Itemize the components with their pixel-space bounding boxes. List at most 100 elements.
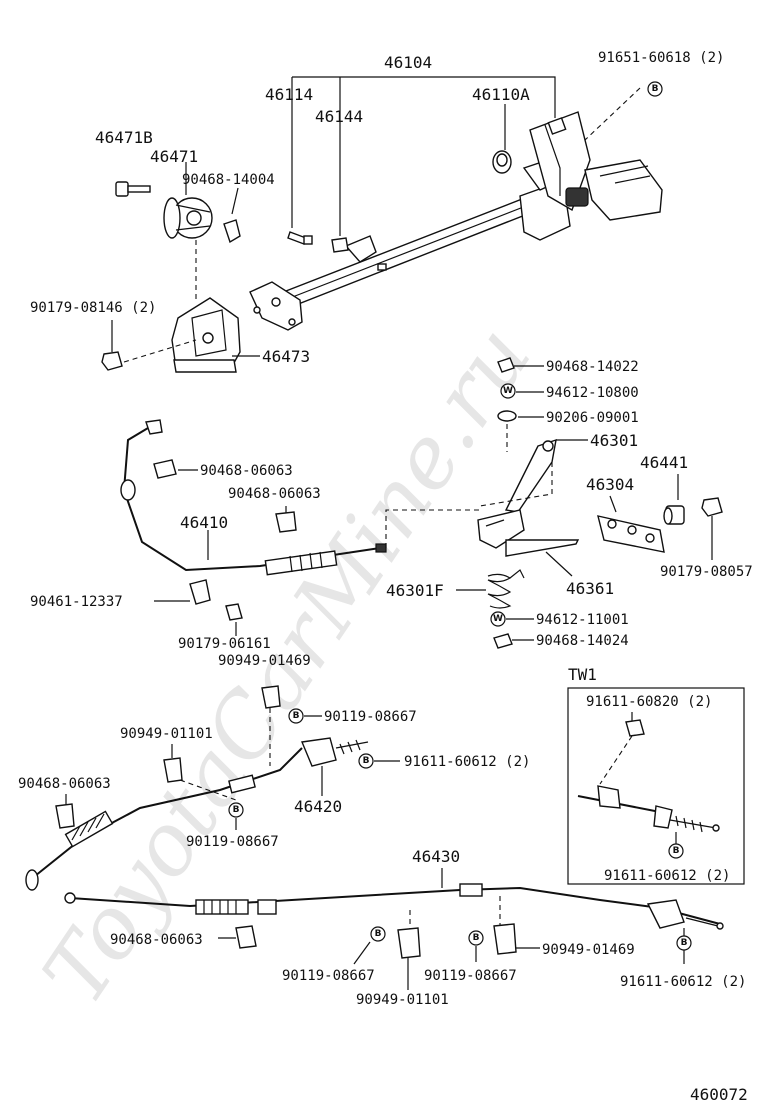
svg-text:B: B bbox=[363, 756, 370, 766]
clip-90468-14004-icon bbox=[223, 219, 241, 244]
label-90179-06161: 90179-06161 bbox=[178, 636, 271, 652]
bolt-46471B-icon bbox=[115, 181, 151, 197]
front-cable-46410-icon bbox=[120, 419, 387, 576]
symbol-b-icon: B bbox=[647, 81, 663, 97]
symbol-b-icon: B bbox=[228, 802, 244, 818]
label-90949-01101-a: 90949-01101 bbox=[120, 726, 213, 742]
svg-text:W: W bbox=[493, 614, 503, 624]
svg-text:B: B bbox=[233, 805, 240, 815]
cover-46473-icon bbox=[171, 297, 241, 373]
lever-body bbox=[529, 111, 591, 212]
label-46441: 46441 bbox=[640, 453, 688, 472]
pulley-46471-icon bbox=[163, 197, 213, 239]
inset-cable-detail-icon bbox=[577, 785, 720, 833]
symbol-b-icon: B bbox=[668, 843, 684, 859]
symbol-b-icon: B bbox=[676, 935, 692, 951]
label-46410: 46410 bbox=[180, 513, 228, 532]
symbol-b-icon: B bbox=[358, 753, 374, 769]
svg-text:B: B bbox=[673, 846, 680, 856]
svg-text:B: B bbox=[293, 711, 300, 721]
label-91611-60612-a: 91611-60612 (2) bbox=[404, 754, 530, 770]
clip-90468-06063-d-icon bbox=[235, 925, 257, 949]
adjuster-46304-icon bbox=[597, 515, 665, 553]
symbol-w-icon bbox=[500, 383, 516, 399]
clip-90468-06063-icon bbox=[153, 459, 177, 479]
label-46301: 46301 bbox=[590, 431, 638, 450]
svg-text:B: B bbox=[473, 933, 480, 943]
lever-release-button bbox=[565, 187, 589, 207]
bracket-90461-12337-icon bbox=[189, 579, 211, 605]
inset-title: TW1 bbox=[568, 665, 597, 684]
grommet-46441-icon bbox=[663, 505, 685, 525]
lever-assembly-group bbox=[249, 76, 663, 331]
label-90119-08667-a: 90119-08667 bbox=[324, 709, 417, 725]
label-46361: 46361 bbox=[566, 579, 614, 598]
label-90468-14024: 90468-14024 bbox=[536, 633, 629, 649]
label-46471B: 46471B bbox=[95, 128, 153, 147]
label-90468-06063-c: 90468-06063 bbox=[18, 776, 111, 792]
label-90468-06063-b: 90468-06063 bbox=[228, 486, 321, 502]
clip-90468-06063-b-icon bbox=[275, 511, 297, 533]
diagram-id: 460072 bbox=[690, 1085, 748, 1104]
nut-90179-08057-icon bbox=[701, 497, 723, 517]
grommet-46110A-icon bbox=[492, 150, 512, 174]
label-90468-06063-d: 90468-06063 bbox=[110, 932, 203, 948]
label-90119-08667-c: 90119-08667 bbox=[282, 968, 375, 984]
symbol-b-icon: B bbox=[370, 926, 386, 942]
equalizer-symbol-group: W bbox=[497, 357, 517, 422]
inset-tw1-box bbox=[567, 687, 745, 885]
svg-text:B: B bbox=[375, 929, 382, 939]
label-91651-60618: 91651-60618 (2) bbox=[598, 50, 724, 66]
svg-text:B: B bbox=[681, 938, 688, 948]
spring-46301F-icon bbox=[487, 569, 525, 609]
bolt-91611-60820-icon bbox=[625, 719, 645, 737]
bracket-90949-01101-icon bbox=[163, 757, 183, 783]
bracket-90949-01469-b-icon bbox=[493, 923, 517, 955]
clip-90468-06063-c-icon bbox=[55, 803, 75, 829]
mount-bracket bbox=[344, 235, 377, 263]
clip-90468-14022-icon bbox=[497, 357, 515, 373]
label-90119-08667-d: 90119-08667 bbox=[424, 968, 517, 984]
label-46473: 46473 bbox=[262, 347, 310, 366]
label-90179-08057: 90179-08057 bbox=[660, 564, 753, 580]
label-46114: 46114 bbox=[265, 85, 313, 104]
label-90468-06063-a: 90468-06063 bbox=[200, 463, 293, 479]
bracket-90949-01101-b-icon bbox=[397, 927, 421, 959]
label-46304: 46304 bbox=[586, 475, 634, 494]
clip-90468-14024-icon bbox=[493, 633, 513, 649]
label-90468-14004: 90468-14004 bbox=[182, 172, 275, 188]
label-90949-01469-b: 90949-01469 bbox=[542, 942, 635, 958]
label-90119-08667-b: 90119-08667 bbox=[186, 834, 279, 850]
label-46110A: 46110A bbox=[472, 85, 530, 104]
symbol-b-icon: B bbox=[288, 708, 304, 724]
nut-46144-icon bbox=[331, 237, 349, 253]
label-94612-11001: 94612-11001 bbox=[536, 612, 629, 628]
label-91611-60612-c: 91611-60612 (2) bbox=[620, 974, 746, 990]
rod-46361-icon bbox=[505, 539, 580, 557]
label-46420: 46420 bbox=[294, 797, 342, 816]
symbol-b-icon: B bbox=[468, 930, 484, 946]
cable-46430-icon bbox=[64, 883, 724, 930]
label-46144: 46144 bbox=[315, 107, 363, 126]
bolt-46114-icon bbox=[287, 231, 313, 245]
nut-90179-08146-icon bbox=[101, 351, 123, 371]
svg-text:W: W bbox=[503, 386, 513, 396]
label-90179-08146: 90179-08146 (2) bbox=[30, 300, 156, 316]
label-94612-10800: 94612-10800 bbox=[546, 385, 639, 401]
symbol-w-icon bbox=[490, 611, 506, 627]
label-46471: 46471 bbox=[150, 147, 198, 166]
washer-90206-09001-icon bbox=[497, 410, 517, 422]
label-90461-12337: 90461-12337 bbox=[30, 594, 123, 610]
label-46430: 46430 bbox=[412, 847, 460, 866]
label-91611-60820: 91611-60820 (2) bbox=[586, 694, 712, 710]
label-90949-01101-b: 90949-01101 bbox=[356, 992, 449, 1008]
cable-46420-icon bbox=[25, 737, 369, 891]
equalizer-46301-icon bbox=[477, 438, 557, 549]
bracket-90949-01469-icon bbox=[261, 685, 281, 709]
svg-text:B: B bbox=[652, 84, 659, 94]
label-90949-01469-a: 90949-01469 bbox=[218, 653, 311, 669]
label-46301F: 46301F bbox=[386, 581, 444, 600]
label-90206-09001: 90206-09001 bbox=[546, 410, 639, 426]
label-91611-60612-b: 91611-60612 (2) bbox=[604, 868, 730, 884]
